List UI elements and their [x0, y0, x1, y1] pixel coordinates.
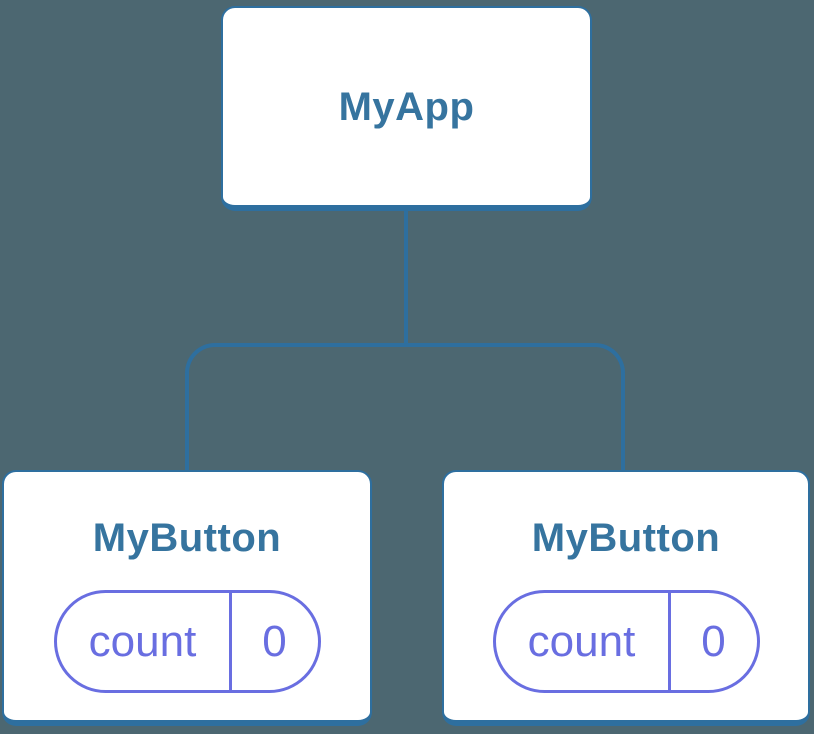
state-pill-1: count 0 — [53, 590, 321, 693]
node-myapp: MyApp — [221, 6, 592, 211]
node-mybutton-2-label: MyButton — [531, 516, 721, 560]
state-pill-1-value: 0 — [262, 616, 287, 666]
node-mybutton-1: MyButton count 0 — [2, 470, 372, 726]
connector-stem — [404, 209, 408, 346]
state-pill-2-key: count — [496, 593, 671, 690]
node-myapp-label: MyApp — [338, 84, 475, 129]
state-pill-2-value: 0 — [701, 616, 726, 666]
node-mybutton-2: MyButton count 0 — [442, 470, 810, 726]
state-pill-1-key: count — [57, 593, 232, 690]
connector-bracket — [185, 343, 625, 470]
state-pill-2: count 0 — [492, 590, 760, 693]
node-mybutton-1-label: MyButton — [92, 516, 282, 560]
